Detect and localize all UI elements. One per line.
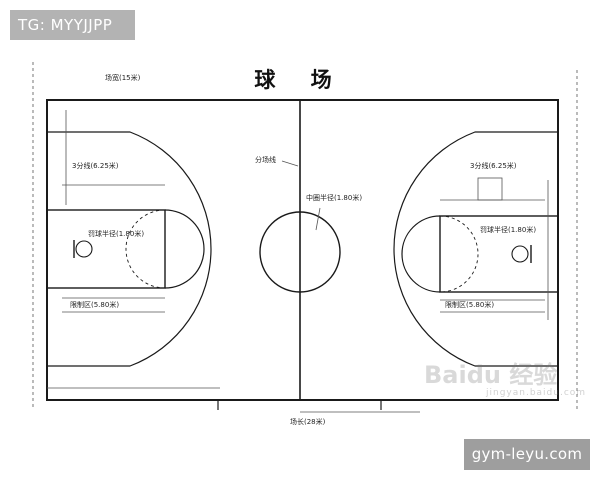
left-free-throw-arc [164,209,205,289]
right-free-throw-arc [401,215,441,293]
baidu-watermark: Baidu 经验 [424,361,558,389]
right-basket [511,245,529,263]
left-free-throw-arc-inner [125,209,166,289]
label-left-restricted: 限制区(5.80米) [70,300,119,309]
label-right-three-point: 3分线(6.25米) [470,161,517,170]
label-left-free-throw: 罚球半径(1.80米) [88,229,144,238]
label-left-three-point: 3分线(6.25米) [72,161,119,170]
left-restricted-area [46,209,166,289]
center-circle-leader [315,207,321,231]
label-right-free-throw: 罚球半径(1.80米) [480,225,536,234]
center-line-leader [281,160,299,167]
diagram-title: 球 场 [254,67,346,92]
left-basket [75,240,93,258]
right-three-point-arc [393,131,558,367]
label-center-circle: 中圈半径(1.80米) [306,193,362,202]
center-circle [259,211,341,293]
right-dim-box [477,177,503,201]
label-right-restricted: 限制区(5.80米) [445,300,494,309]
label-bottom-length: 场长(28米) [290,417,326,426]
telegram-tag-overlay: TG: MYYJJPP [10,10,135,40]
right-restricted-area [439,215,559,293]
left-three-point-arc [47,131,212,367]
label-center-line: 分场线 [255,155,276,164]
label-top-width: 场宽(15米) [105,73,141,82]
right-free-throw-arc-inner [439,215,479,293]
site-label-overlay: gym-leyu.com [464,439,590,470]
baidu-watermark-url: jingyan.baidu.com [486,388,587,398]
